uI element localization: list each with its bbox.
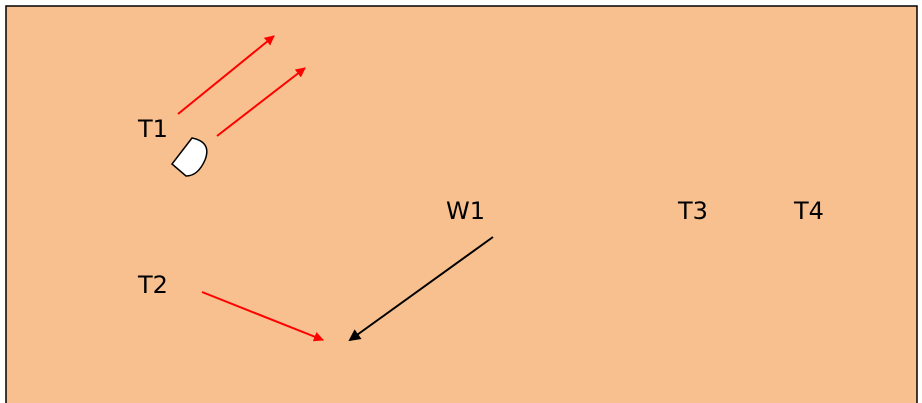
t1-arrow-lower <box>216 67 306 137</box>
w1-arrow <box>348 236 494 342</box>
label-t1: T1 <box>137 115 168 143</box>
t2-arrow <box>201 291 324 342</box>
label-w1: W1 <box>446 197 485 225</box>
label-t3: T3 <box>677 197 708 225</box>
t1-arrow-upper <box>177 35 275 115</box>
d-shape-icon <box>170 137 208 177</box>
background-panel <box>5 5 918 403</box>
label-t2: T2 <box>137 271 168 299</box>
label-t4: T4 <box>793 197 824 225</box>
